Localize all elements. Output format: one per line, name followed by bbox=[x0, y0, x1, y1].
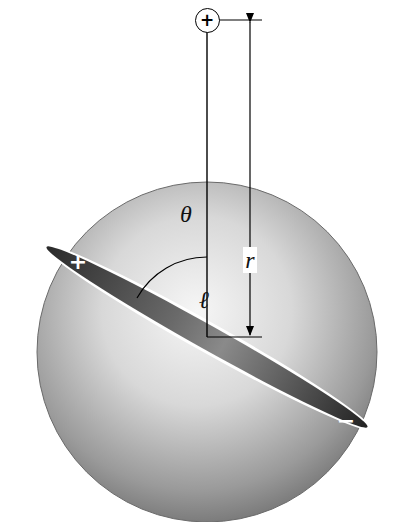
charge-sign: + bbox=[200, 12, 214, 29]
distance-label: r bbox=[243, 247, 256, 273]
distance-arrow bbox=[249, 22, 250, 335]
length-label: ℓ bbox=[199, 288, 209, 312]
angle-arc bbox=[137, 257, 207, 298]
charge-sign: + bbox=[69, 251, 87, 273]
dimension-tick bbox=[207, 336, 262, 337]
point-charge: + bbox=[195, 8, 220, 33]
angle-label: θ bbox=[180, 202, 192, 226]
charge-sign: − bbox=[337, 410, 355, 432]
dimension-tick bbox=[219, 19, 262, 20]
